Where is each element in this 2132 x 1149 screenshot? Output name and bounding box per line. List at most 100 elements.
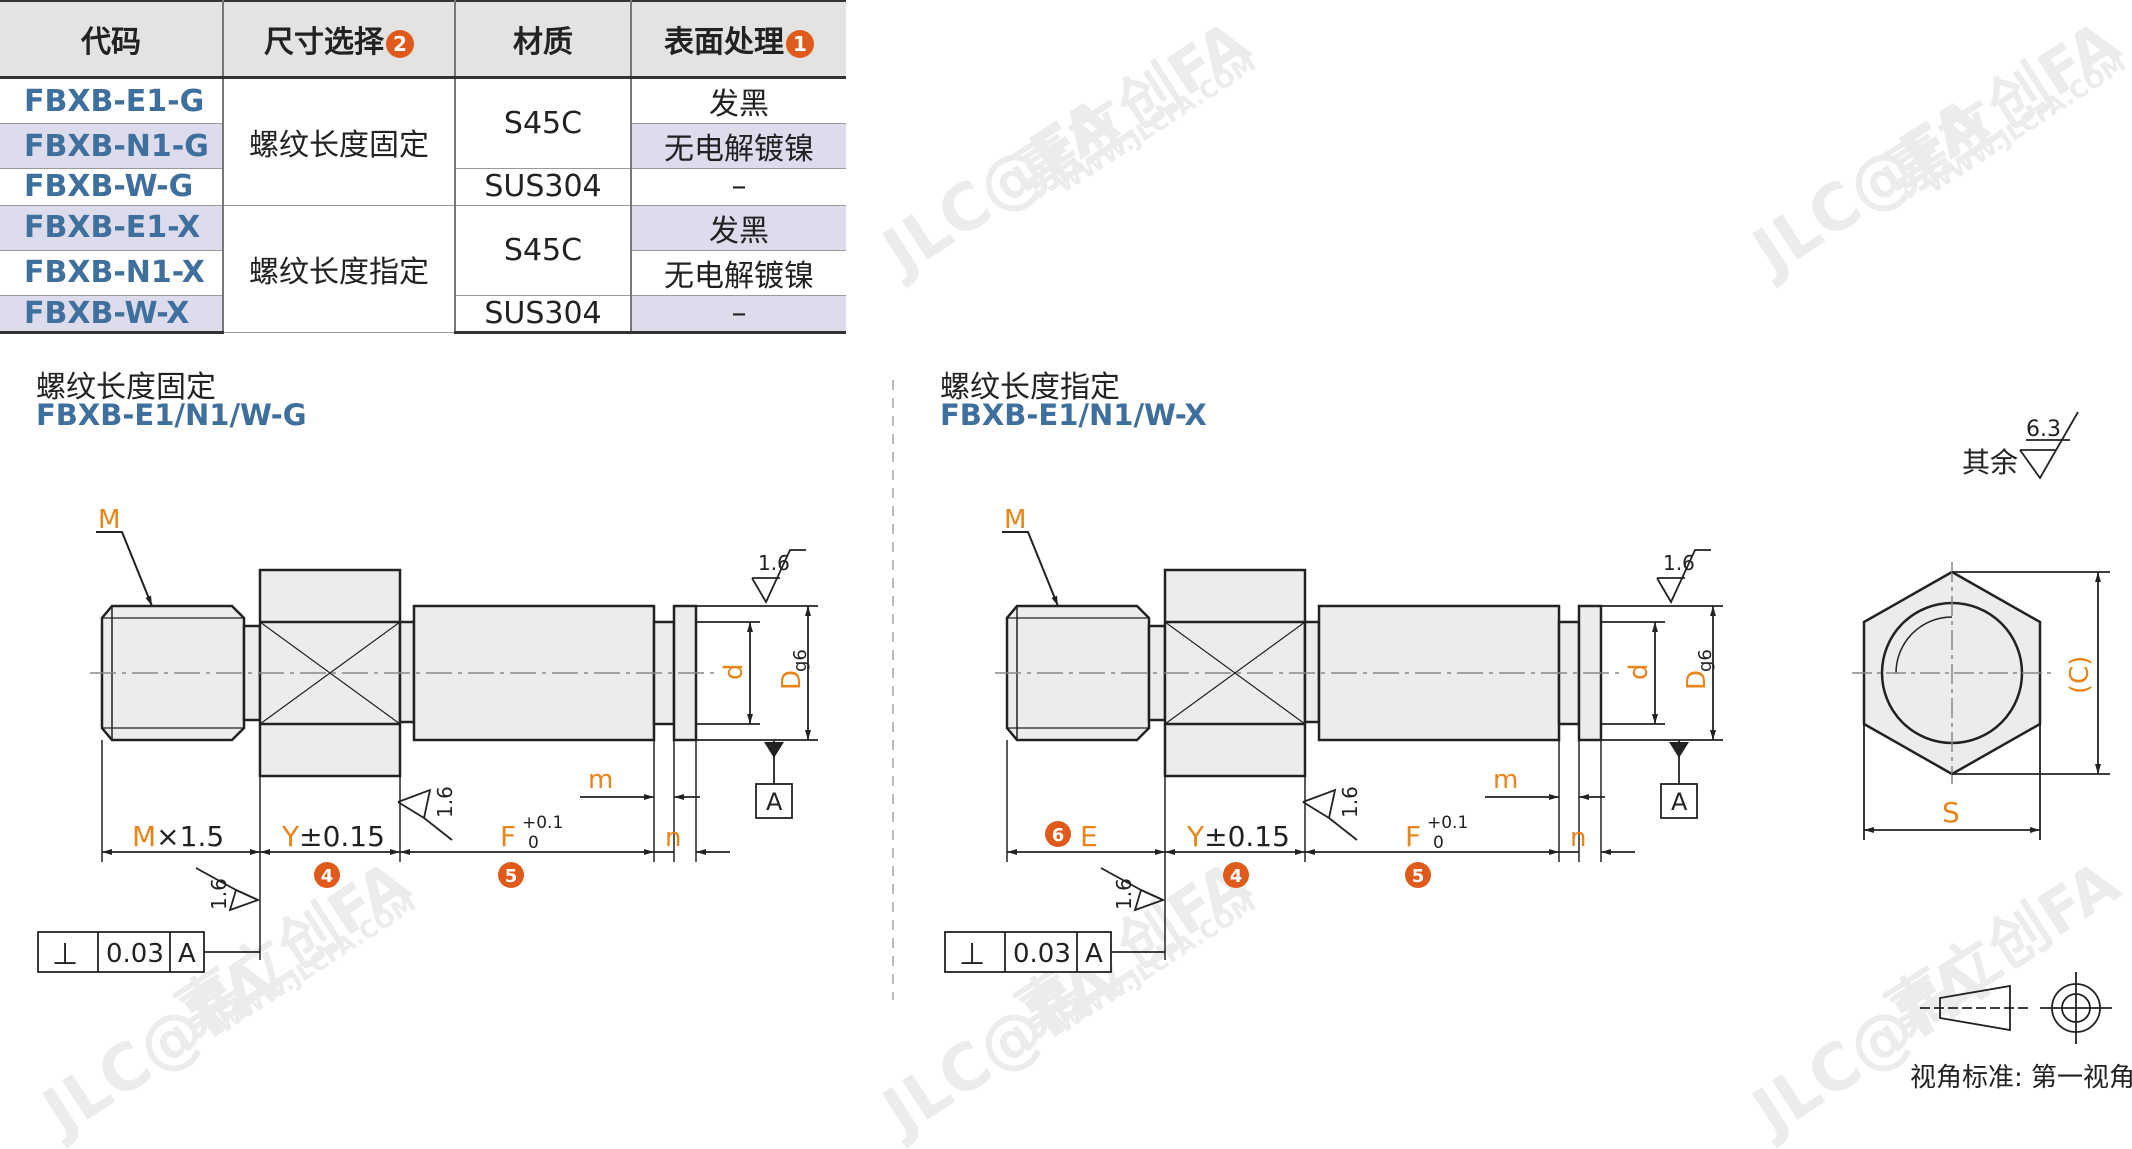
technical-drawing: M d D g6 1.6 A m M×1.5 Y±0. <box>37 380 2132 1093</box>
label-y: Y±0.15 <box>281 820 385 853</box>
badge-4 <box>314 862 340 888</box>
badge-5 <box>498 862 524 888</box>
badge-5-label: 5 <box>1412 866 1425 887</box>
header-label: 尺寸选择 <box>264 25 384 60</box>
roughness-symbol <box>195 867 261 912</box>
label-F-upper: +0.1 <box>522 813 563 833</box>
header-label: 表面处理 <box>664 25 784 60</box>
roughness-value: 1.6 <box>1338 786 1362 818</box>
datum-label: A <box>1671 788 1688 816</box>
label-D: D <box>777 670 807 690</box>
label-y: Y±0.15 <box>1186 820 1290 853</box>
cell-material: S45C <box>455 77 632 169</box>
label-mx15-m: M <box>132 820 156 853</box>
label-d: d <box>719 663 749 680</box>
cell-finish: 无电解镀镍 <box>631 123 846 169</box>
cell-code: FBXB-N1-X <box>0 250 224 296</box>
table-row: FBXB-E1-X 螺纹长度指定 S45C 发黑 <box>0 205 846 333</box>
tolerance-value: 0.03 <box>1013 939 1071 969</box>
header-label: 材质 <box>513 25 573 60</box>
cell-material: SUS304 <box>455 295 632 334</box>
left-section-codes: FBXB-E1/N1/W-G <box>36 398 307 432</box>
header-label: 代码 <box>81 25 141 60</box>
badge-6-label: 6 <box>1052 825 1065 846</box>
hex-end-view <box>1852 562 2052 784</box>
table-row: FBXB-N1-X 无电解镀镍 <box>0 250 846 296</box>
leader-line <box>96 531 153 607</box>
header-code: 代码 <box>0 0 224 79</box>
datum-triangle <box>764 742 784 758</box>
cell-code: FBXB-E1-G <box>0 77 224 124</box>
cell-code: FBXB-E1-X <box>0 205 224 251</box>
label-D: D <box>1682 670 1712 690</box>
first-angle-projection-symbol <box>1920 972 2112 1044</box>
badge-4-label: 4 <box>1230 866 1243 887</box>
label-S: S <box>1942 796 1960 829</box>
label-m-thread: M <box>98 505 120 535</box>
thread-arc <box>1895 616 1953 674</box>
cell-size-specified: 螺纹长度指定 <box>223 205 456 333</box>
roughness-value: 1.6 <box>1663 551 1695 575</box>
general-roughness-note: 其余 <box>1962 446 2018 479</box>
neck <box>398 620 416 724</box>
label-F-lower: 0 <box>528 833 539 853</box>
badge-4 <box>1223 862 1249 888</box>
view-standard-label: 视角标准: 第一视角 <box>1910 1063 2132 1093</box>
cell-code: FBXB-W-X <box>0 295 224 334</box>
label-F: F <box>500 820 516 853</box>
tolerance-datum: A <box>1085 939 1103 969</box>
datum-triangle <box>1669 742 1689 758</box>
table-row: FBXB-E1-G 螺纹长度固定 S45C 发黑 <box>0 77 846 206</box>
thread-section <box>1005 604 1151 742</box>
label-m: m <box>588 765 613 795</box>
table-row: FBXB-W-G SUS304 – <box>0 168 846 206</box>
roughness-value: 1.6 <box>207 878 231 910</box>
cell-material: S45C <box>455 205 632 296</box>
cell-size-fixed: 螺纹长度固定 <box>223 77 456 206</box>
right-section-codes: FBXB-E1/N1/W-X <box>940 398 1207 432</box>
thread-section <box>100 604 246 742</box>
table-row: FBXB-W-X SUS304 – <box>0 295 846 334</box>
badge-6 <box>1045 821 1071 847</box>
cell-code: FBXB-W-G <box>0 168 224 206</box>
label-y-letter: Y <box>281 820 300 853</box>
roughness-symbol <box>1656 549 1711 604</box>
badge-4-label: 4 <box>321 866 334 887</box>
badge-5-label: 5 <box>505 866 518 887</box>
left-section-title: 螺纹长度固定 <box>36 370 216 405</box>
label-n: n <box>665 823 681 853</box>
tolerance-symbol: ⊥ <box>959 937 985 972</box>
label-y-tol: ±0.15 <box>1204 820 1290 853</box>
label-D-sub: g6 <box>790 649 811 672</box>
right-section-title: 螺纹长度指定 <box>940 370 1120 405</box>
neck <box>1303 620 1321 724</box>
label-y-letter: Y <box>1186 820 1205 853</box>
datum-label: A <box>766 788 783 816</box>
roughness-value: 6.3 <box>2026 417 2061 442</box>
label-C: (C) <box>2065 656 2095 694</box>
leader-line <box>1002 531 1059 607</box>
label-E: E <box>1080 820 1098 853</box>
roughness-symbol <box>2019 411 2079 480</box>
tolerance-value: 0.03 <box>106 939 164 969</box>
roughness-symbol <box>1100 867 1166 912</box>
roughness-symbol <box>1302 788 1358 841</box>
header-material: 材质 <box>455 0 632 79</box>
badge-2: 2 <box>386 29 414 58</box>
label-F-upper: +0.1 <box>1427 813 1468 833</box>
label-mx15: M×1.5 <box>132 820 224 853</box>
label-D-sub: g6 <box>1695 649 1716 672</box>
label-n: n <box>1570 823 1586 853</box>
badge-5 <box>1405 862 1431 888</box>
cell-finish: – <box>631 295 846 334</box>
hex-cross <box>259 621 401 725</box>
tolerance-frame <box>37 931 205 973</box>
tolerance-symbol: ⊥ <box>52 937 78 972</box>
hex-cross <box>1164 621 1306 725</box>
label-y-tol: ±0.15 <box>299 820 385 853</box>
cell-material: SUS304 <box>455 168 632 206</box>
label-d: d <box>1624 663 1654 680</box>
